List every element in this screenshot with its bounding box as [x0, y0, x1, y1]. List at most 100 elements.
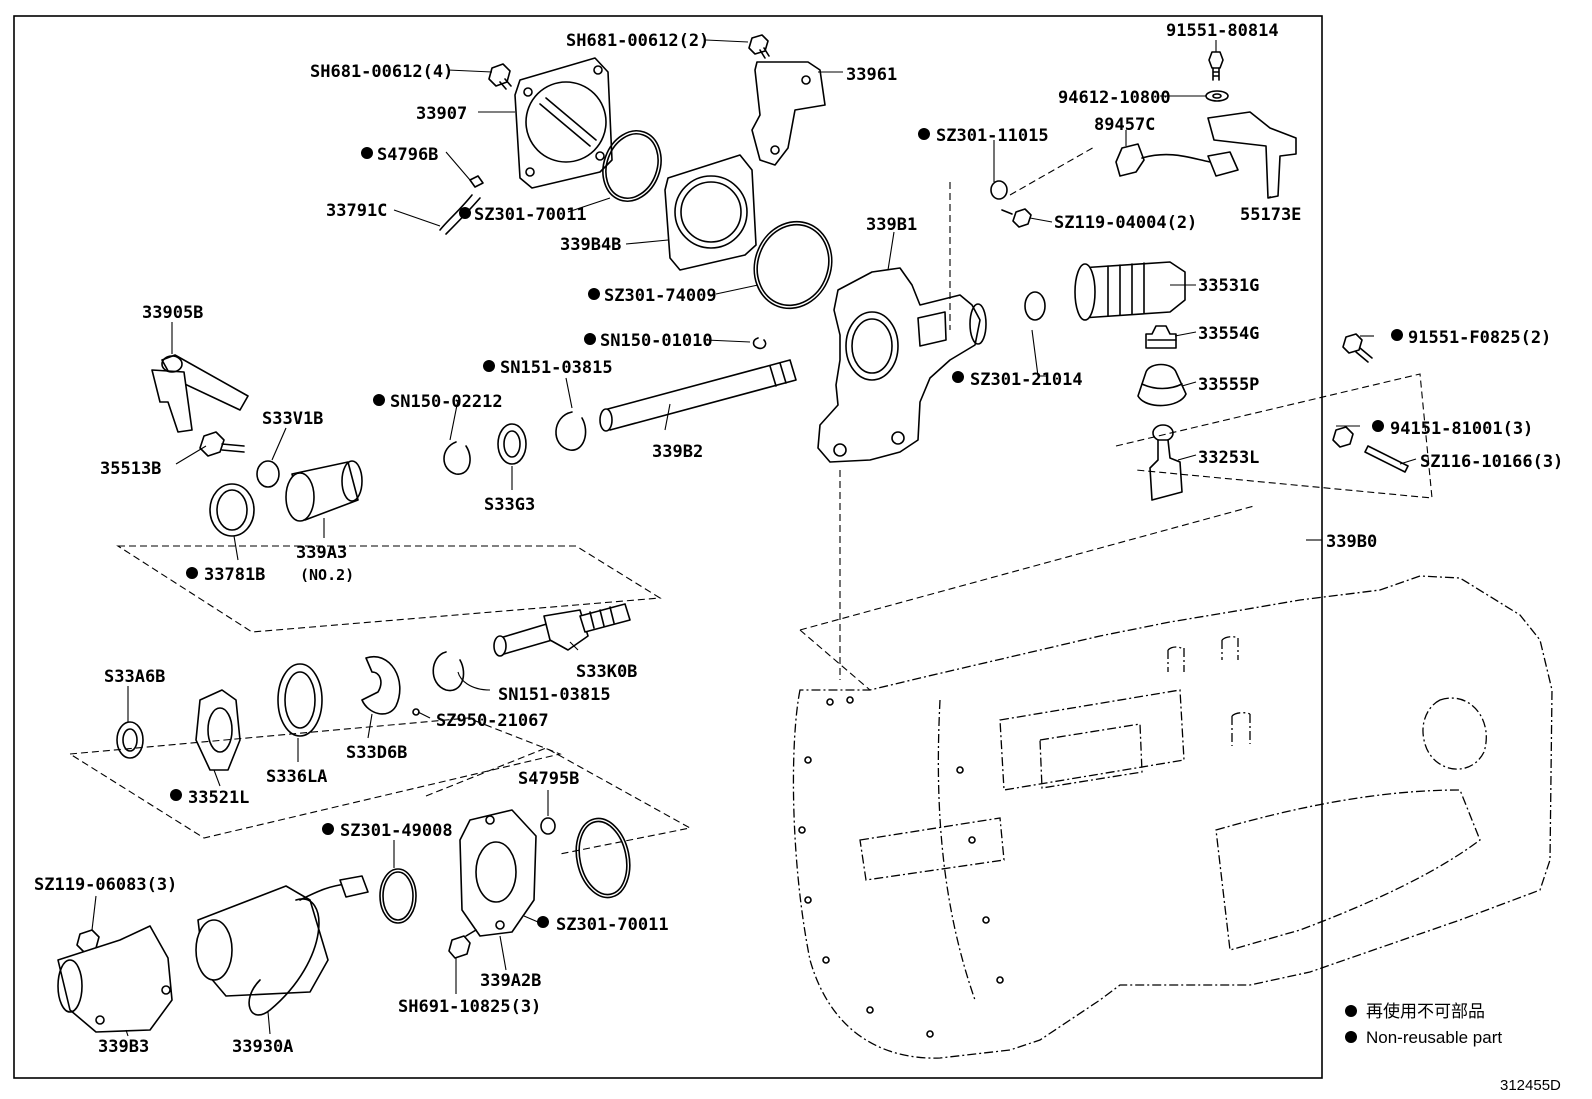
diagram-frame	[13, 15, 1323, 1079]
actuator-33531g	[1074, 261, 1186, 321]
label-s33d6b: S33D6B	[346, 743, 407, 763]
o-ring	[1024, 291, 1046, 321]
o-ring	[575, 817, 631, 899]
motor-33930a	[195, 875, 369, 1016]
legend-japanese: 再使用不可部品	[1366, 1001, 1485, 1021]
label-sn150-02212: SN150-02212	[390, 392, 503, 412]
gasket-339b4b	[664, 154, 757, 271]
label-339a2b: 339A2B	[480, 971, 541, 991]
label-sn151-03815-top: SN151-03815	[500, 358, 613, 378]
label-sz301-49008: SZ301-49008	[340, 821, 453, 841]
gear-33521l	[195, 689, 241, 771]
nut-icon	[1332, 426, 1354, 448]
label-339b4b: 339B4B	[560, 235, 621, 255]
o-ring	[990, 180, 1008, 200]
label-sz119-04004: SZ119-04004(2)	[1054, 213, 1197, 233]
label-339b1: 339B1	[866, 215, 917, 235]
label-94612-10800: 94612-10800	[1058, 88, 1171, 108]
label-339a3: 339A3	[296, 543, 347, 563]
label-89457c: 89457C	[1094, 115, 1155, 135]
label-sz301-70011-top: SZ301-70011	[474, 205, 587, 225]
label-339b3: 339B3	[98, 1037, 149, 1057]
seal-s33a6b	[116, 721, 144, 759]
shift-rod-s33k0b	[493, 603, 631, 657]
leader-lines	[91, 39, 1417, 1037]
label-33930a: 33930A	[232, 1037, 293, 1057]
o-ring	[379, 868, 417, 924]
shift-arm-33905b	[151, 354, 249, 433]
snap-ring	[555, 411, 587, 451]
label-sz301-74009: SZ301-74009	[604, 286, 717, 306]
shaft-339b2	[599, 359, 797, 432]
figure-reference: 312455D	[1500, 1077, 1561, 1094]
snap-ring	[443, 441, 471, 475]
label-33555p: 33555P	[1198, 375, 1259, 395]
seal-s33g3	[497, 423, 527, 465]
label-94151-81001: 94151-81001(3)	[1390, 419, 1533, 439]
label-33961: 33961	[846, 65, 897, 85]
label-sh681-00612-2: SH681-00612(2)	[566, 31, 709, 51]
label-s33k0b: S33K0B	[576, 662, 637, 682]
hose-33791c	[439, 194, 481, 235]
label-sz301-70011-bot: SZ301-70011	[556, 915, 669, 935]
bolt-icon	[1208, 51, 1224, 81]
label-s33g3: S33G3	[484, 495, 535, 515]
label-sn150-01010: SN150-01010	[600, 331, 713, 351]
shim-s33d6b	[361, 655, 401, 715]
washer-icon	[1205, 90, 1229, 102]
stud-icon	[1364, 445, 1409, 473]
bracket-55173e	[1207, 111, 1297, 199]
label-91551-f0825: 91551-F0825(2)	[1408, 328, 1551, 348]
label-s33v1b: S33V1B	[262, 409, 323, 429]
label-33521l: 33521L	[188, 788, 249, 808]
o-ring	[753, 220, 833, 310]
plug-icon	[540, 817, 556, 835]
sensor-89457c	[1115, 143, 1239, 177]
label-s4795b: S4795B	[518, 769, 579, 789]
label-sz301-21014: SZ301-21014	[970, 370, 1083, 390]
plug-icon	[469, 175, 484, 188]
label-35513b: 35513B	[100, 459, 161, 479]
label-s336la: S336LA	[266, 767, 327, 787]
label-sh691-10825: SH691-10825(3)	[398, 997, 541, 1017]
clip-icon	[752, 337, 767, 350]
cover-339a2b	[459, 809, 537, 937]
label-sh681-00612-4: SH681-00612(4)	[310, 62, 453, 82]
label-33791c: 33791C	[326, 201, 387, 221]
cover-339b3	[57, 925, 173, 1033]
label-sn151-03815-mid: SN151-03815	[498, 685, 611, 705]
label-339b0: 339B0	[1326, 532, 1377, 552]
bolt-icon	[199, 431, 245, 457]
label-33554g: 33554G	[1198, 324, 1259, 344]
label-33253l: 33253L	[1198, 448, 1259, 468]
label-33531g: 33531G	[1198, 276, 1259, 296]
bolt-icon	[1001, 208, 1032, 228]
label-sz301-11015: SZ301-11015	[936, 126, 1049, 146]
bolt-icon	[1342, 333, 1373, 363]
label-sz116-10166: SZ116-10166(3)	[1420, 452, 1563, 472]
cap-33554g	[1145, 325, 1177, 349]
label-sz119-06083: SZ119-06083(3)	[34, 875, 177, 895]
label-339b2: 339B2	[652, 442, 703, 462]
label-s4796b: S4796B	[377, 145, 438, 165]
bolt-icon	[448, 929, 477, 959]
boot-33555p	[1137, 363, 1187, 407]
bolt-icon	[748, 34, 770, 59]
label-33907: 33907	[416, 104, 467, 124]
collar-s33v1b	[256, 460, 280, 488]
transmission-case-339b0	[792, 575, 1553, 1059]
label-sz950-21067: SZ950-21067	[436, 711, 549, 731]
label-33781b: 33781B	[204, 565, 265, 585]
cover-plate-33907	[514, 57, 613, 189]
housing-339b1	[817, 267, 987, 463]
lever-33253l	[1149, 424, 1183, 501]
label-no2: (NO.2)	[300, 566, 354, 584]
bolt-icon	[488, 63, 512, 90]
bushing-339a3	[285, 460, 363, 522]
label-33905b: 33905B	[142, 303, 203, 323]
snap-ring	[432, 651, 465, 692]
o-ring	[602, 130, 662, 202]
label-55173e: 55173E	[1240, 205, 1301, 225]
legend-english: Non-reusable part	[1366, 1028, 1502, 1047]
